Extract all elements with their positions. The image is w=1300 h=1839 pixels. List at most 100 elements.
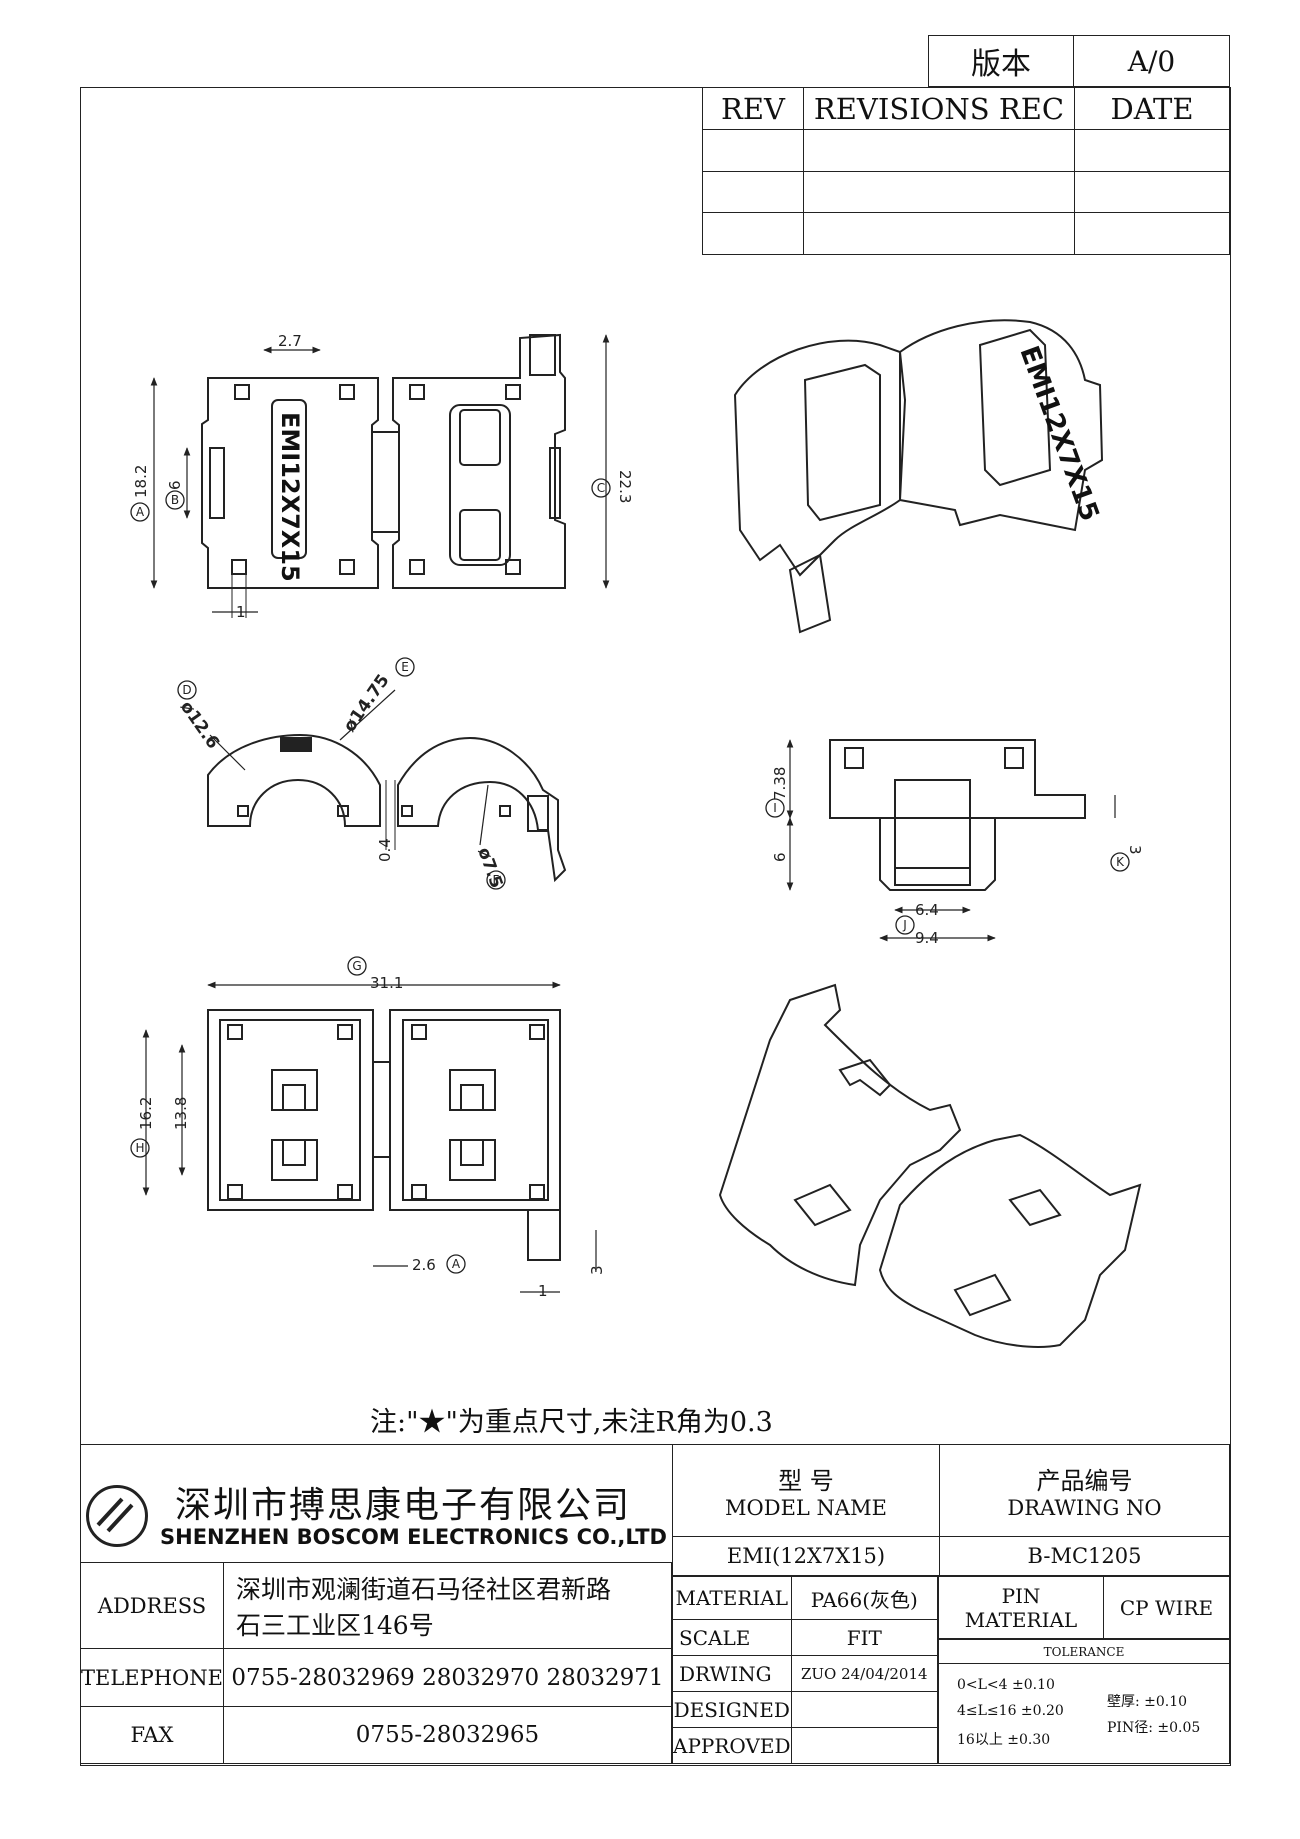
iso-embossed-text: EMI12X7X15 <box>1013 342 1104 525</box>
address-line-2: 石三工业区146号 <box>235 1610 434 1640</box>
model-header: 型 号 MODEL NAME <box>672 1444 940 1537</box>
material-label: MATERIAL <box>672 1575 792 1621</box>
iso-view-closed: EMI12X7X15 <box>733 319 1104 634</box>
designed-value <box>790 1691 939 1728</box>
material-value: PA66(灰色) <box>790 1575 939 1621</box>
wall-thickness-tolerance: 壁厚: ±0.10 <box>1107 1693 1188 1710</box>
company-name-cn: 深圳市搏思康电子有限公司 <box>175 1485 632 1526</box>
datum-c-label: C <box>591 478 611 498</box>
dim-0-4: 0.4 <box>376 838 394 862</box>
svg-text:B: B <box>171 493 179 507</box>
rev-cell <box>803 212 1075 255</box>
svg-text:I: I <box>773 801 777 815</box>
dim-9-4: 9.4 <box>915 929 939 947</box>
datum-j-label: J <box>895 915 915 935</box>
drawing-value: ZUO 24/04/2014 <box>790 1655 939 1693</box>
drawing-no-header: 产品编号 DRAWING NO <box>939 1444 1230 1537</box>
pin-diameter-tolerance: PIN径: ±0.05 <box>1107 1719 1201 1736</box>
tolerance-values: 0<L<4 ±0.10 4≤L≤16 ±0.20 16以上 ±0.30 壁厚: … <box>938 1663 1230 1764</box>
designed-label: DESIGNED <box>672 1691 792 1728</box>
tolerance-range-1: 0<L<4 ±0.10 <box>957 1676 1055 1693</box>
model-header-cn: 型 号 <box>778 1467 834 1495</box>
dim-1-bottom: 1 <box>538 1282 548 1300</box>
tolerance-header: TOLERANCE <box>938 1639 1230 1664</box>
iso-view-open <box>718 983 1142 1348</box>
datum-a-bottom-label: A <box>446 1254 466 1274</box>
pin-material-label-1: PIN <box>1001 1583 1041 1608</box>
svg-text:H: H <box>135 1141 144 1155</box>
technical-drawing: EMI12X7X15 EMI12X7X15 <box>130 319 1144 1348</box>
svg-text:A: A <box>452 1257 461 1271</box>
rev-cell <box>702 170 804 214</box>
dim-d-12-6: ø12.6 <box>176 697 223 752</box>
version-label: 版本 <box>928 35 1074 87</box>
pin-material-label-2: MATERIAL <box>964 1607 1078 1632</box>
dim-e-14-75: ø14.75 <box>340 671 394 736</box>
drawing-no-header-cn: 产品编号 <box>1036 1467 1133 1495</box>
spec-table: MATERIAL PA66(灰色) SCALE FIT DRWING ZUO 2… <box>672 1575 939 1764</box>
revisions-rec-header: REVISIONS REC <box>803 87 1075 130</box>
dim-7-38: 7.38 <box>771 767 789 800</box>
pin-material-label: PIN MATERIAL <box>938 1576 1104 1639</box>
rev-cell <box>1074 212 1230 255</box>
drawing-no-header-en: DRAWING NO <box>1007 1496 1162 1520</box>
dim-13-8: 13.8 <box>172 1097 190 1130</box>
svg-text:E: E <box>401 660 409 674</box>
side-view <box>207 689 567 883</box>
datum-i-label: I <box>765 798 785 818</box>
svg-text:G: G <box>352 959 361 973</box>
telephone-value: 0755-28032969 28032970 28032971 <box>222 1648 673 1707</box>
dim-16-2: 16.2 <box>137 1097 155 1130</box>
svg-text:D: D <box>182 683 191 697</box>
dim-22-3: 22.3 <box>616 470 634 503</box>
dim-6: 6 <box>166 480 184 490</box>
svg-text:F: F <box>493 873 500 887</box>
scale-label: SCALE <box>672 1619 792 1657</box>
drawing-label: DRWING <box>672 1655 792 1693</box>
bottom-view <box>142 981 597 1293</box>
contact-table: ADDRESS 深圳市观澜街道石马径社区君新路 石三工业区146号 TELEPH… <box>80 1562 673 1764</box>
dim-2-7: 2.7 <box>278 332 302 350</box>
dim-31-1: 31.1 <box>370 974 403 992</box>
company-name-en: SHENZHEN BOSCOM ELECTRONICS CO.,LTD <box>160 1525 667 1549</box>
svg-text:A: A <box>136 505 145 519</box>
approved-label: APPROVED <box>672 1727 792 1764</box>
pin-material-table: PIN MATERIAL CP WIRE <box>938 1576 1230 1639</box>
scale-value: FIT <box>790 1619 939 1657</box>
top-view-embossed-text: EMI12X7X15 <box>276 412 304 582</box>
address-label: ADDRESS <box>80 1562 224 1649</box>
datum-d-label: D <box>177 680 197 700</box>
dim-1-top: 1 <box>236 603 246 621</box>
top-view: EMI12X7X15 <box>150 333 610 618</box>
drawing-note: 注:"★"为重点尺寸,未注R角为0.3 <box>370 1407 773 1438</box>
tolerance-range-2: 4≤L≤16 ±0.20 <box>957 1702 1064 1719</box>
revision-table: REV REVISIONS REC DATE <box>702 87 1230 255</box>
pin-material-value: CP WIRE <box>1103 1576 1230 1639</box>
company-logo <box>86 1485 148 1547</box>
approved-value <box>790 1727 939 1764</box>
version-value: A/0 <box>1073 35 1230 87</box>
address-value: 深圳市观澜街道石马径社区君新路 石三工业区146号 <box>222 1562 673 1649</box>
date-header: DATE <box>1074 87 1230 130</box>
telephone-label: TELEPHONE <box>80 1648 224 1707</box>
dim-f-7-5: ø7.5 <box>473 845 506 891</box>
dim-3-end: 3 <box>1126 845 1144 855</box>
svg-text:J: J <box>902 918 907 932</box>
version-box: 版本 A/0 <box>928 35 1230 87</box>
svg-text:K: K <box>1116 855 1125 869</box>
datum-h-label: H <box>130 1138 150 1158</box>
datum-a-label: A <box>130 502 150 522</box>
datum-g-label: G <box>347 956 367 976</box>
fax-value: 0755-28032965 <box>222 1706 673 1764</box>
svg-text:C: C <box>597 481 605 495</box>
dim-6-end: 6 <box>771 852 789 862</box>
title-block <box>80 1444 1229 1765</box>
drawing-frame <box>80 87 1231 1766</box>
datum-e-label: E <box>395 657 415 677</box>
dim-6-4: 6.4 <box>915 901 939 919</box>
dim-3-bottom: 3 <box>588 1265 606 1275</box>
model-header-en: MODEL NAME <box>725 1496 887 1520</box>
drawing-no-value: B-MC1205 <box>939 1536 1230 1576</box>
tolerance-table: TOLERANCE 0<L<4 ±0.10 4≤L≤16 ±0.20 16以上 … <box>938 1639 1230 1764</box>
rev-cell <box>702 212 804 255</box>
